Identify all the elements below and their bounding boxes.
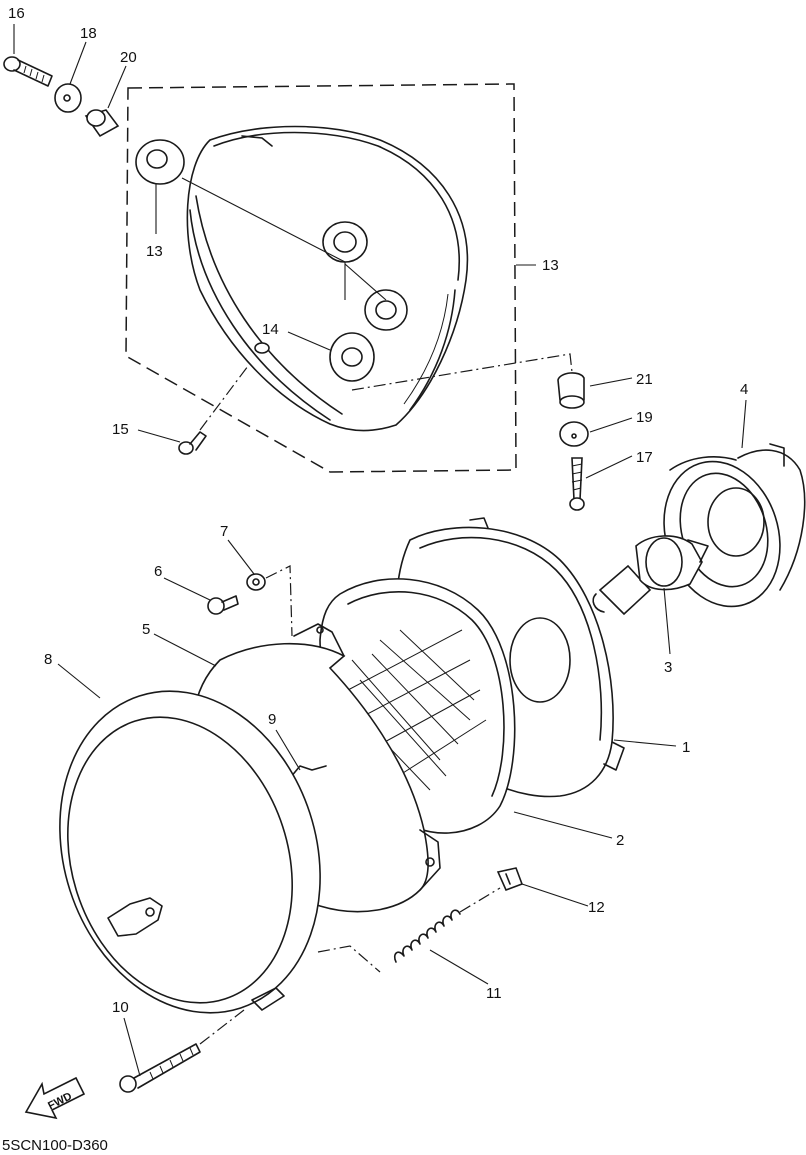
leader-lines bbox=[13, 24, 747, 1077]
callout-labels: 16 18 20 13 13 14 15 21 19 17 4 3 1 2 7 … bbox=[8, 5, 748, 1016]
bolt-16 bbox=[3, 56, 53, 87]
callout-2: 2 bbox=[616, 832, 624, 849]
washer-19 bbox=[559, 421, 589, 447]
callout-1: 1 bbox=[682, 739, 690, 756]
bolt-6 bbox=[207, 595, 239, 615]
callout-12: 12 bbox=[588, 899, 605, 916]
callout-8: 8 bbox=[44, 651, 52, 668]
callout-14-upper: 13 bbox=[146, 243, 163, 260]
clip-9 bbox=[289, 765, 327, 779]
callout-13: 13 bbox=[542, 257, 559, 274]
adjust-nut bbox=[496, 867, 524, 892]
diagram-code: 5SCN100-D360 bbox=[2, 1137, 108, 1154]
fwd-arrow-icon: FWD bbox=[24, 1076, 86, 1120]
callout-21: 21 bbox=[636, 371, 653, 388]
callout-18: 18 bbox=[80, 25, 97, 42]
headlight-rim bbox=[59, 690, 321, 1014]
callout-11: 11 bbox=[486, 985, 502, 1002]
callout-5: 5 bbox=[142, 621, 150, 638]
housing-assembly-boundary bbox=[125, 83, 536, 473]
callout-20: 20 bbox=[120, 49, 137, 66]
callout-9: 9 bbox=[268, 711, 276, 728]
washer-18 bbox=[54, 83, 82, 113]
callout-17: 17 bbox=[636, 449, 653, 466]
screw-10 bbox=[119, 1043, 201, 1093]
callout-6: 6 bbox=[154, 563, 162, 580]
callout-16: 16 bbox=[8, 5, 25, 22]
screw-17 bbox=[569, 457, 585, 511]
headlight-housing-shell bbox=[186, 125, 469, 432]
grommet-upper bbox=[135, 139, 185, 185]
collar-21 bbox=[557, 372, 585, 409]
callout-3: 3 bbox=[664, 659, 672, 676]
callout-19: 19 bbox=[636, 409, 653, 426]
socket-cover bbox=[663, 443, 806, 608]
callout-14-lower: 14 bbox=[262, 321, 279, 338]
callout-4: 4 bbox=[740, 381, 748, 398]
housing-grommets bbox=[254, 221, 408, 382]
screw-15 bbox=[178, 431, 207, 455]
callout-7: 7 bbox=[220, 523, 228, 540]
washer-7 bbox=[246, 573, 266, 591]
adjust-spring bbox=[393, 909, 461, 963]
callout-10: 10 bbox=[112, 999, 129, 1016]
collar-20 bbox=[84, 109, 120, 138]
callout-15: 15 bbox=[112, 421, 129, 438]
headlight-bulb bbox=[592, 535, 709, 616]
